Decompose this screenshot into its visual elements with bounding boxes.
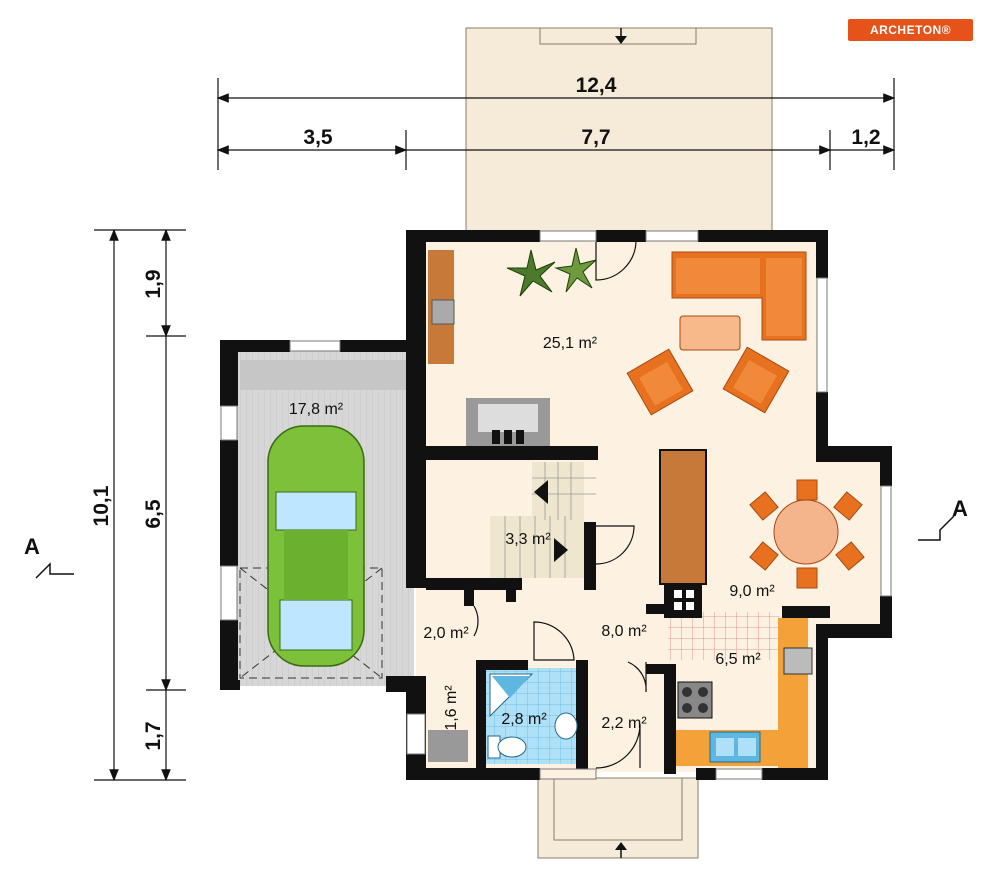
area-stairs: 3,3 m² — [505, 531, 551, 548]
area-vestibule: 2,0 m² — [423, 625, 469, 642]
area-living: 25,1 m² — [543, 335, 598, 352]
dim-middle-vertical: 6,5 — [142, 499, 165, 529]
walls — [220, 230, 892, 780]
dim-middle: 7,7 — [581, 126, 610, 149]
dim-bottom: 1,7 — [142, 721, 165, 750]
dimension-lines — [94, 78, 896, 782]
svg-text:A: A — [952, 496, 968, 521]
terrace-south — [537, 777, 699, 859]
staircase — [490, 462, 596, 578]
dim-left: 3,5 — [303, 126, 333, 149]
boiler — [428, 730, 468, 762]
doors — [473, 241, 647, 769]
section-marker-left: A — [24, 534, 74, 579]
area-entrance: 2,2 m² — [601, 715, 647, 732]
area-dining: 9,0 m² — [729, 583, 775, 600]
dining-table — [749, 479, 865, 589]
terrace-north — [465, 27, 773, 234]
dim-total-height: 10,1 — [90, 485, 113, 526]
archeton-logo: ARCHETON® — [848, 19, 973, 41]
area-kitchen: 6,5 m² — [715, 651, 761, 668]
kitchen-counter — [778, 618, 808, 768]
section-marker-right: A — [918, 496, 968, 541]
area-bath: 2,8 m² — [501, 711, 547, 728]
svg-text:A: A — [24, 534, 40, 559]
area-hall: 8,0 m² — [601, 623, 647, 640]
area-garage: 17,8 m² — [289, 401, 344, 418]
area-boiler: 1,6 m² — [443, 685, 460, 731]
hall-furniture — [659, 449, 707, 618]
car — [267, 425, 365, 667]
kitchen-appliances — [677, 647, 813, 763]
dim-total-width: 12,4 — [576, 74, 617, 97]
dim-top: 1,9 — [142, 269, 165, 298]
windows — [220, 230, 892, 780]
living-furniture — [428, 247, 807, 446]
kitchen-tiles — [668, 612, 780, 660]
bath-fixtures — [487, 673, 578, 759]
dim-right: 1,2 — [851, 126, 880, 149]
